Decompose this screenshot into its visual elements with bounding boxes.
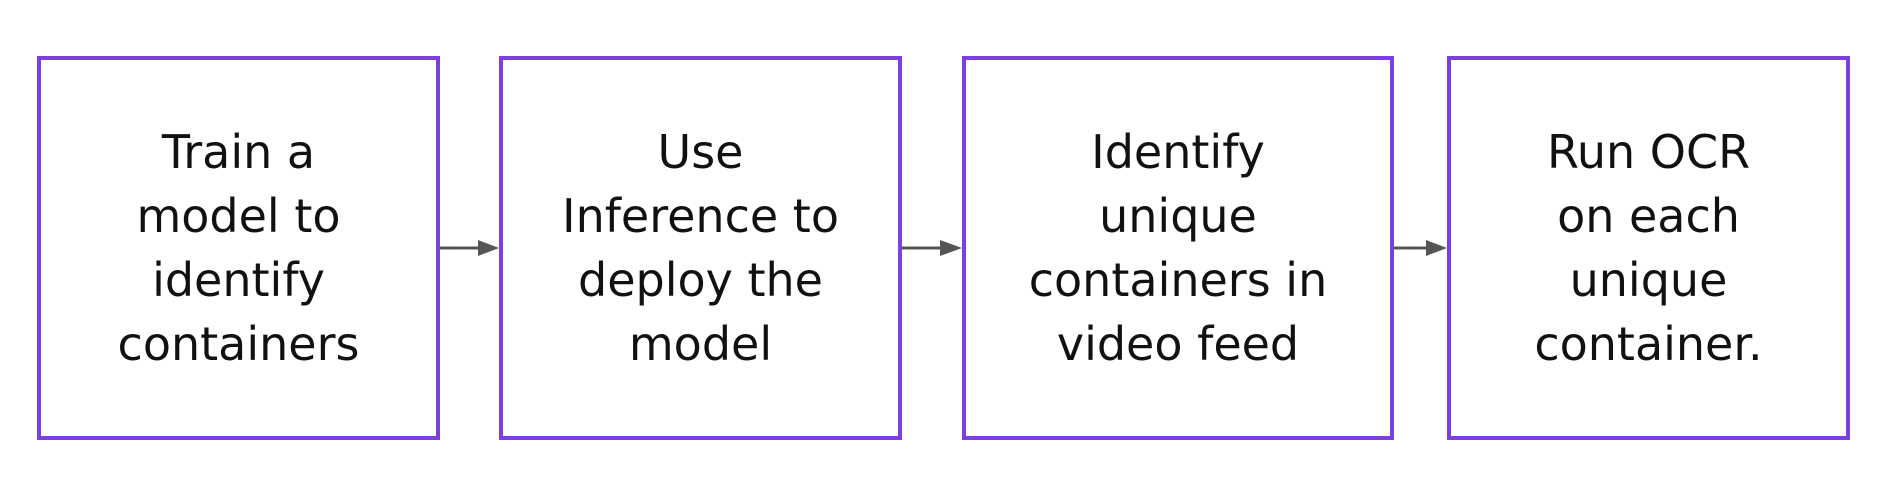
connector-arrow-2	[902, 240, 962, 256]
step-label: Use Inference to deploy the model	[562, 125, 839, 371]
arrow-head-icon	[940, 240, 962, 256]
step-deploy-model: Use Inference to deploy the model	[499, 56, 902, 440]
connector-arrow-3	[1394, 240, 1447, 256]
arrow-head-icon	[1426, 240, 1447, 256]
step-identify-containers: Identify unique containers in video feed	[962, 56, 1394, 440]
arrow-head-icon	[478, 240, 499, 256]
step-label: Identify unique containers in video feed	[1028, 125, 1328, 371]
step-run-ocr: Run OCR on each unique container.	[1447, 56, 1850, 440]
step-label: Run OCR on each unique container.	[1534, 125, 1763, 371]
connector-arrow-1	[440, 240, 499, 256]
step-train-model: Train a model to identify containers	[37, 56, 440, 440]
step-label: Train a model to identify containers	[117, 125, 360, 371]
